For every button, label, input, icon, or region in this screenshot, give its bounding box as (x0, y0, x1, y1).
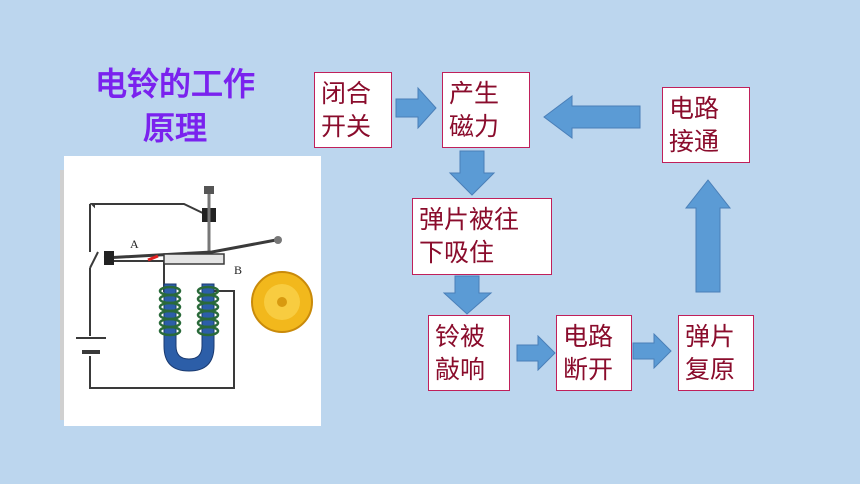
label-b: B (234, 263, 242, 277)
step-ring: 铃被 敲响 (428, 315, 510, 391)
switch-lever (89, 251, 99, 269)
armature (163, 253, 225, 265)
step-switch-on: 闭合 开关 (314, 72, 392, 148)
title-line-2: 原理 (142, 109, 207, 147)
step-circuit-off: 电路 断开 (556, 315, 632, 391)
terminal-a (104, 251, 114, 265)
step-attract-line1: 弹片被往 (419, 205, 520, 234)
step-circuit-off-line2: 断开 (563, 355, 614, 384)
electric-bell-figure: A B (64, 156, 321, 426)
step-circuit-on: 电路 接通 (662, 87, 750, 163)
step-circuit-off-line1: 电路 (563, 322, 614, 351)
step-magnetism: 产生 磁力 (442, 72, 530, 148)
slide-title: 电铃的工作 原理 (60, 62, 290, 150)
step-circuit-on-line2: 接通 (669, 127, 720, 156)
screw-head (204, 186, 214, 194)
step-magnetism-line1: 产生 (449, 79, 500, 108)
step-circuit-on-line1: 电路 (669, 94, 720, 123)
contact-point-marker (147, 254, 159, 262)
bell-center (277, 297, 287, 307)
arrow-right-1 (395, 86, 437, 130)
electric-bell-diagram: A B (76, 186, 313, 389)
step-reset-line2: 复原 (685, 355, 736, 384)
top-wire (89, 203, 210, 218)
arrow-up (684, 179, 732, 293)
bottom-wire (89, 290, 235, 389)
arrow-right-2 (516, 335, 556, 371)
title-line-1: 电铃的工作 (94, 65, 255, 103)
step-attract-line2: 下吸住 (419, 238, 495, 267)
arrow-left-top (543, 95, 641, 139)
step-attract: 弹片被往 下吸住 (412, 198, 552, 275)
step-reset-line1: 弹片 (685, 322, 736, 351)
step-ring-line1: 铃被 (435, 322, 486, 351)
label-a: A (130, 237, 139, 251)
hammer-ball (274, 236, 282, 244)
step-ring-line2: 敲响 (435, 355, 486, 384)
arrow-down-2 (443, 275, 493, 315)
step-magnetism-line2: 磁力 (449, 112, 500, 141)
coil-windings (158, 285, 220, 337)
step-switch-on-line2: 开关 (321, 112, 372, 141)
spring-blade (103, 238, 277, 260)
step-reset: 弹片 复原 (678, 315, 754, 391)
arrow-right-3 (632, 333, 672, 369)
step-switch-on-line1: 闭合 (321, 79, 372, 108)
arrow-down-1 (448, 150, 496, 196)
